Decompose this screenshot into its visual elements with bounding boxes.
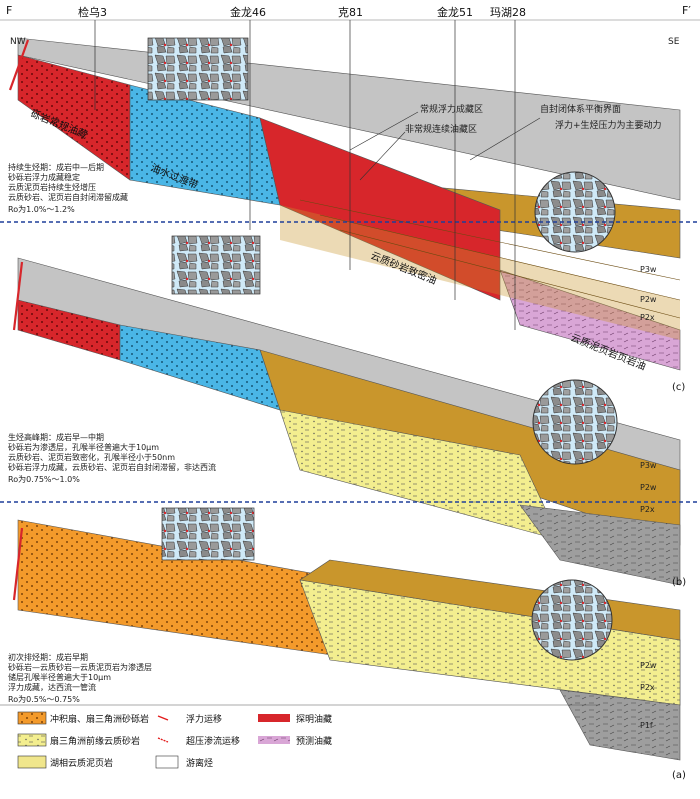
micro-circle-b <box>533 380 617 464</box>
legend-label-6: 湖相云质泥页岩 <box>50 757 113 769</box>
strata-b-2: P2x <box>640 505 655 514</box>
thin-section-c <box>148 38 248 100</box>
nw-label: NW <box>10 37 26 47</box>
strata-b-0: P3w <box>640 461 657 470</box>
note-b-5: Ro为0.75%～1.0% <box>8 474 80 484</box>
se-label: SE <box>668 37 680 47</box>
note-a-3: 储层孔喉半径普遍大于10μm <box>8 672 111 682</box>
strata-c-2: P2x <box>640 313 655 322</box>
legend-swatch-5 <box>258 736 290 744</box>
legend-label-2: 探明油藏 <box>296 713 332 725</box>
callout-1: 常规浮力成藏区 <box>420 103 483 115</box>
legend-swatch-7 <box>156 756 178 768</box>
legend: 冲积扇、扇三角洲砂砾岩 浮力运移 探明油藏 扇三角洲前缘云质砂岩 超压渗流运移 … <box>0 705 600 769</box>
note-b-3: 云质砂岩、泥页岩致密化，孔喉半径小于50nm <box>8 452 175 462</box>
thin-section-a <box>162 508 254 560</box>
legend-label-5: 预测油藏 <box>296 735 332 747</box>
callout-4: 浮力+生烃压力为主要动力 <box>555 119 662 131</box>
well-label-2: 克81 <box>338 6 363 19</box>
strata-b-1: P2w <box>640 483 657 492</box>
note-c-1: 持续生烃期：成岩中—后期 <box>8 162 104 172</box>
note-c-5: Ro为1.0%～1.2% <box>8 204 75 214</box>
strata-a-1: P2w <box>640 661 657 670</box>
well-label-0: 检乌3 <box>78 5 107 19</box>
note-b-1: 生烃高峰期：成岩早—中期 <box>8 432 104 442</box>
strata-a-2: P2x <box>640 683 655 692</box>
section-left-label: F <box>6 4 12 17</box>
thin-section-b <box>172 236 260 294</box>
legend-swatch-3 <box>18 734 46 746</box>
legend-swatch-4 <box>158 738 168 742</box>
well-label-4: 玛湖28 <box>490 6 526 19</box>
panel-tag-b: (b) <box>672 577 686 588</box>
legend-swatch-2 <box>258 714 290 722</box>
callout-3: 自封闭体系平衡界面 <box>540 103 621 115</box>
legend-label-7: 游离烃 <box>186 757 213 769</box>
well-label-3: 金龙51 <box>437 5 473 19</box>
note-c-4: 云质砂岩、泥页岩自封闭滞留成藏 <box>8 192 128 202</box>
note-a-1: 初次排烃期：成岩早期 <box>8 652 88 662</box>
legend-label-1: 浮力运移 <box>186 713 222 725</box>
note-a-5: Ro为0.5%～0.75% <box>8 694 80 704</box>
legend-label-4: 超压渗流运移 <box>186 735 240 747</box>
panel-tag-a: (a) <box>672 770 686 781</box>
micro-circle-c <box>535 172 615 252</box>
note-b-4: 砂砾岩浮力成藏，云质砂岩、泥页岩自封闭滞留，非达西流 <box>8 462 216 472</box>
strata-c-1: P2w <box>640 295 657 304</box>
legend-label-0: 冲积扇、扇三角洲砂砾岩 <box>50 713 149 725</box>
strata-c-0: P3w <box>640 265 657 274</box>
micro-circle-a <box>532 580 612 660</box>
callout-2: 非常规连续油藏区 <box>405 123 477 135</box>
section-right-label: F′ <box>682 4 691 17</box>
note-b-2: 砂砾岩为渗透层，孔喉半径普遍大于10μm <box>8 442 159 452</box>
strata-a-3: P1f <box>640 721 653 730</box>
panel-tag-c: (c) <box>672 382 685 393</box>
legend-swatch-6 <box>18 756 46 768</box>
note-a-2: 砂砾岩—云质砂岩—云质泥页岩为渗透层 <box>8 662 152 672</box>
legend-swatch-0 <box>18 712 46 724</box>
well-label-1: 金龙46 <box>230 5 266 19</box>
note-c-3: 云质泥页岩持续生烃增压 <box>8 182 96 192</box>
note-c-2: 砂砾岩浮力成藏稳定 <box>8 172 80 182</box>
legend-swatch-1 <box>158 716 168 720</box>
note-a-4: 浮力成藏，达西流一管流 <box>8 682 96 692</box>
legend-label-3: 扇三角洲前缘云质砂岩 <box>50 735 140 747</box>
